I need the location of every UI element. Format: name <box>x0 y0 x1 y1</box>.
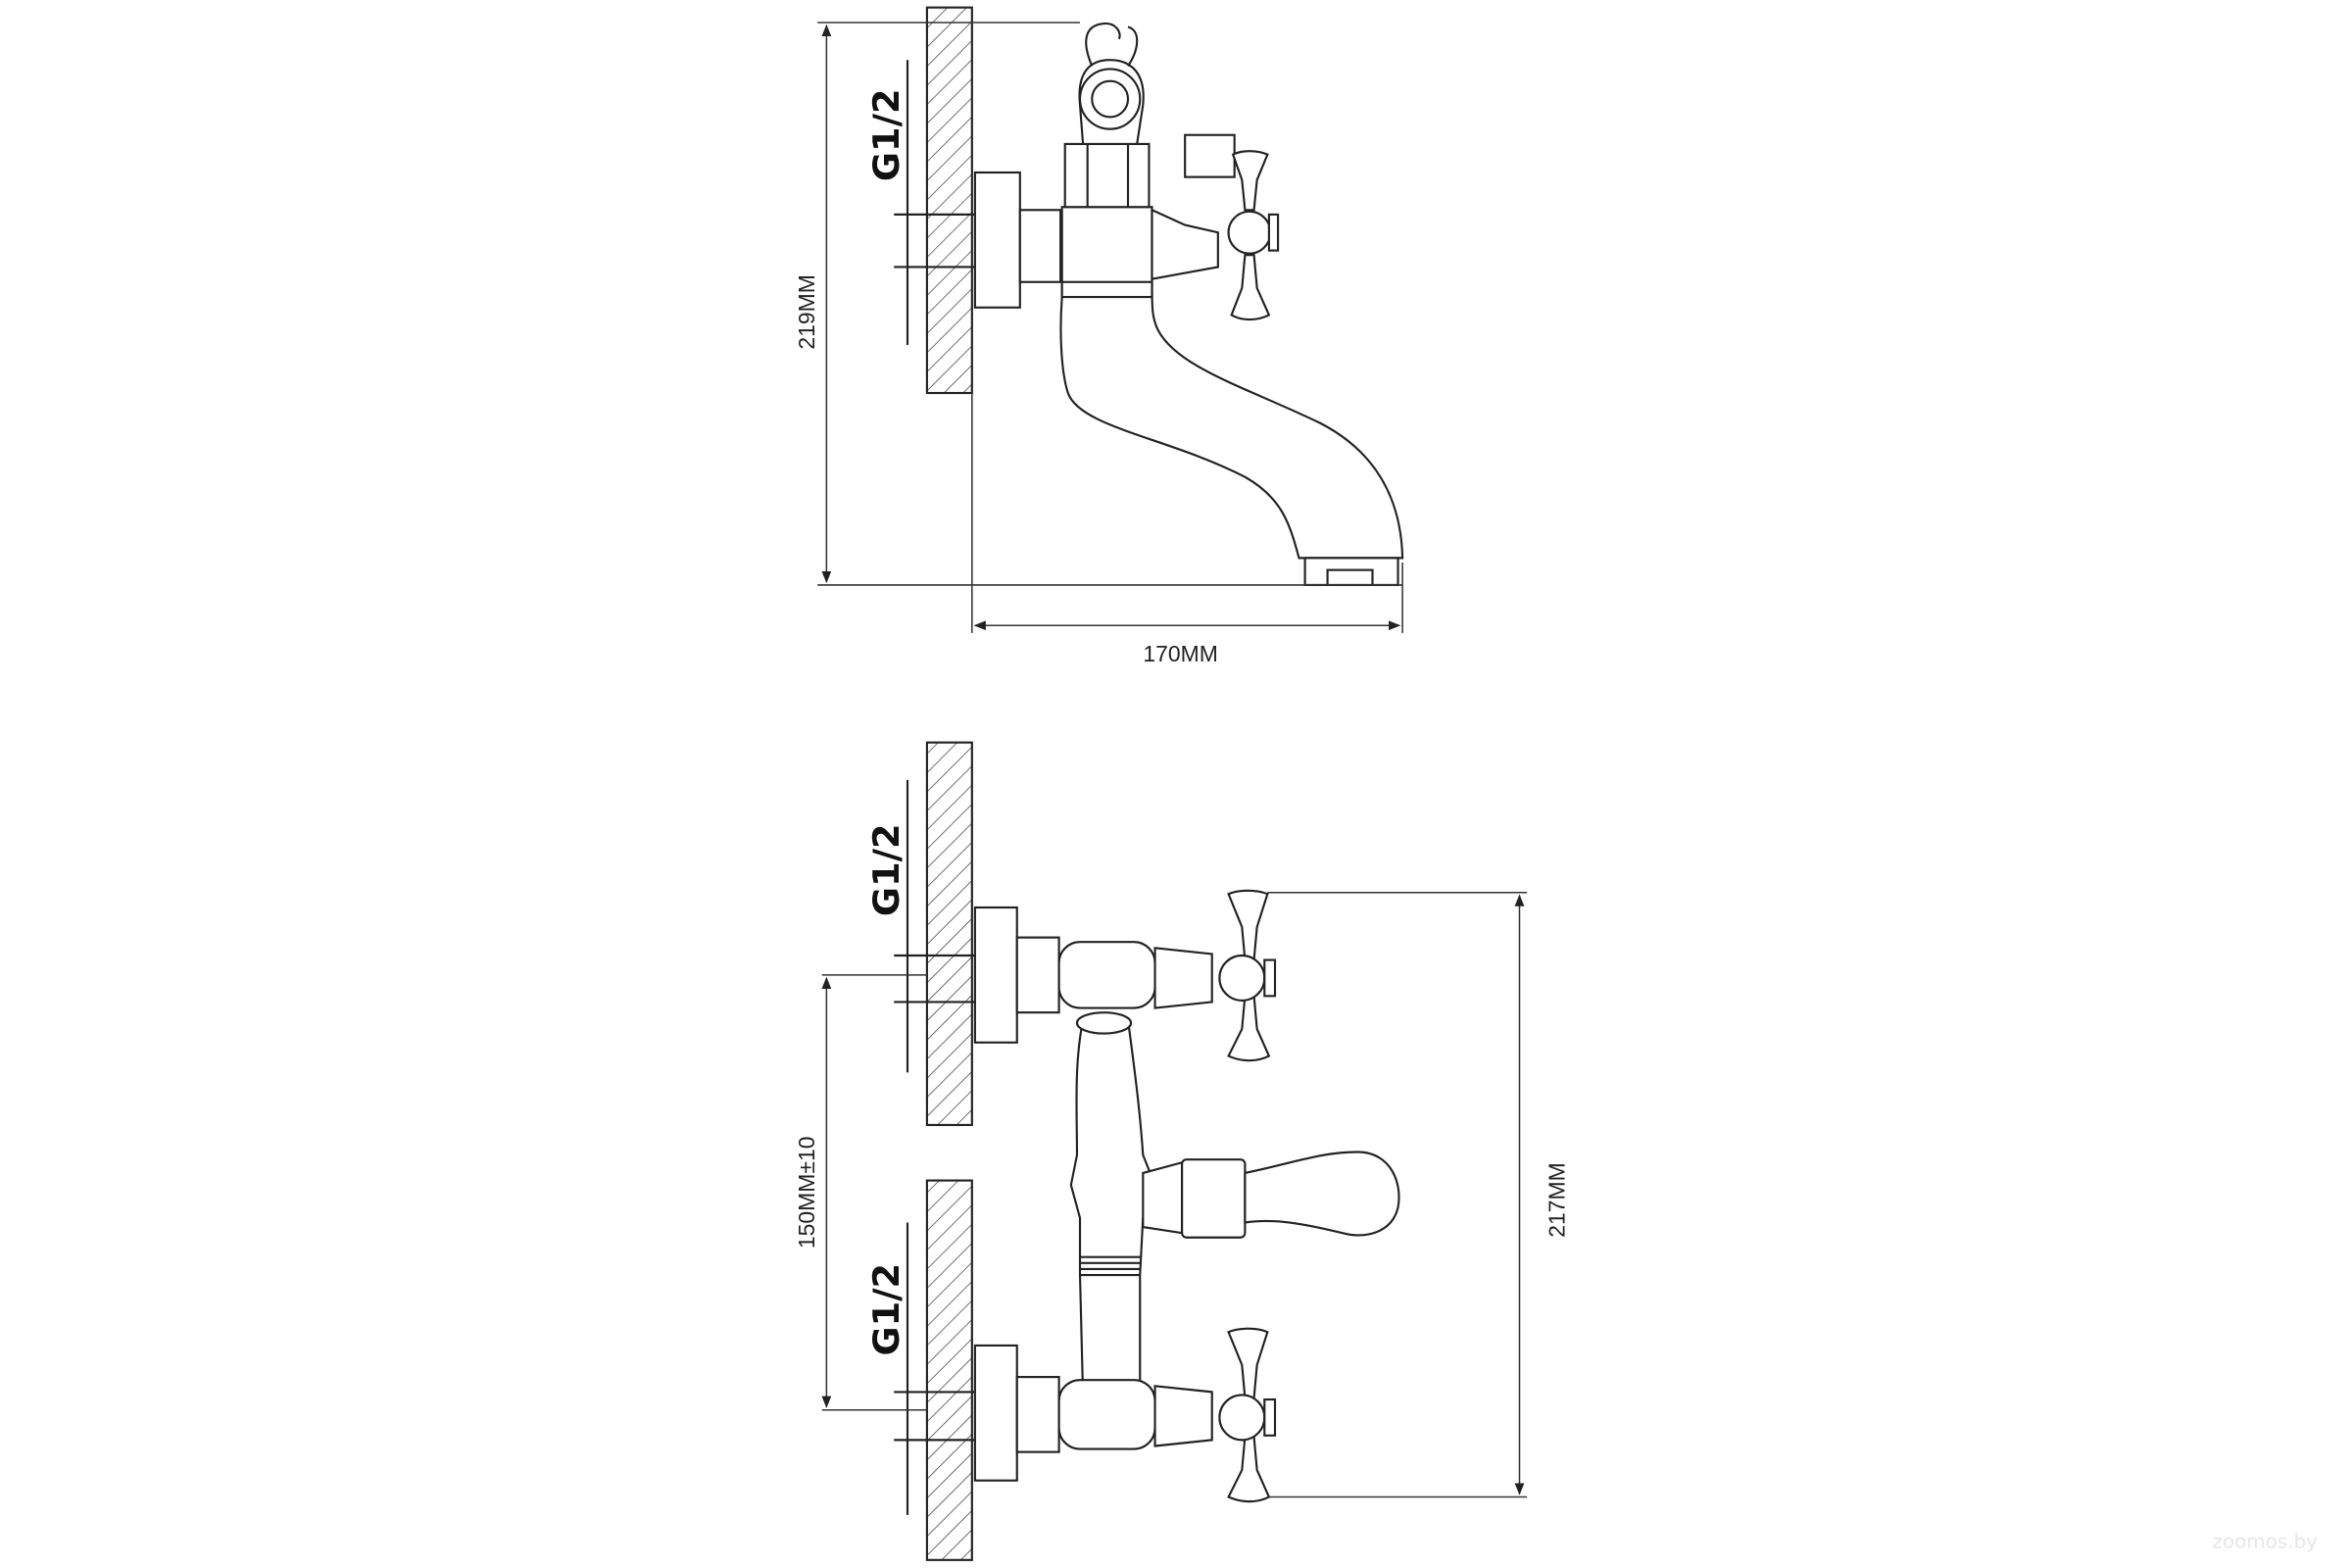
depth-label: 170MM <box>1143 641 1218 666</box>
wall-section-top <box>925 741 973 1127</box>
cold-valve <box>973 1327 1277 1503</box>
diverter-nut <box>1181 1158 1247 1239</box>
top-nut <box>1063 142 1151 209</box>
spacing-label: 150MM±10 <box>794 1137 819 1250</box>
diverter-lever <box>1244 1151 1400 1237</box>
inlet-pipe <box>894 60 975 346</box>
thread-label: G1/2 <box>865 88 907 181</box>
spacing-dimension: 150MM±10 <box>794 974 927 1411</box>
spout <box>1059 283 1404 560</box>
side-view: 219MM 170MM G1/2 <box>794 6 1404 666</box>
wall-section-bottom <box>925 1179 973 1561</box>
overall-height-label: 217MM <box>1544 1162 1569 1238</box>
depth-dimension: 170MM <box>971 393 1403 666</box>
height-label: 219MM <box>794 274 819 350</box>
body-ring <box>1060 280 1153 299</box>
diverter-box <box>1184 133 1236 178</box>
watermark: zoomos.by <box>2213 1531 2319 1553</box>
thread-label-top: G1/2 <box>865 823 907 916</box>
aerator-outlet <box>1326 568 1374 587</box>
height-dimension: 219MM <box>794 22 1403 586</box>
inlet-pipes <box>894 779 975 1515</box>
pipe-nut <box>1018 209 1062 283</box>
wall-section <box>925 6 973 395</box>
thread-label-bottom: G1/2 <box>865 1263 907 1356</box>
shower-holder <box>1078 22 1145 146</box>
front-view: 150MM±10 217MM G1/2 G1/2 <box>794 741 1569 1561</box>
cross-handle <box>1227 150 1280 321</box>
escutcheon <box>973 171 1021 309</box>
overall-height-dimension: 217MM <box>1267 891 1569 1498</box>
column-top <box>1075 1011 1133 1035</box>
column-thread <box>1080 1255 1141 1277</box>
diverter-bonnet <box>1142 1160 1184 1235</box>
body <box>1060 206 1153 286</box>
hot-valve <box>973 889 1277 1062</box>
valve-bonnet <box>1151 208 1219 280</box>
